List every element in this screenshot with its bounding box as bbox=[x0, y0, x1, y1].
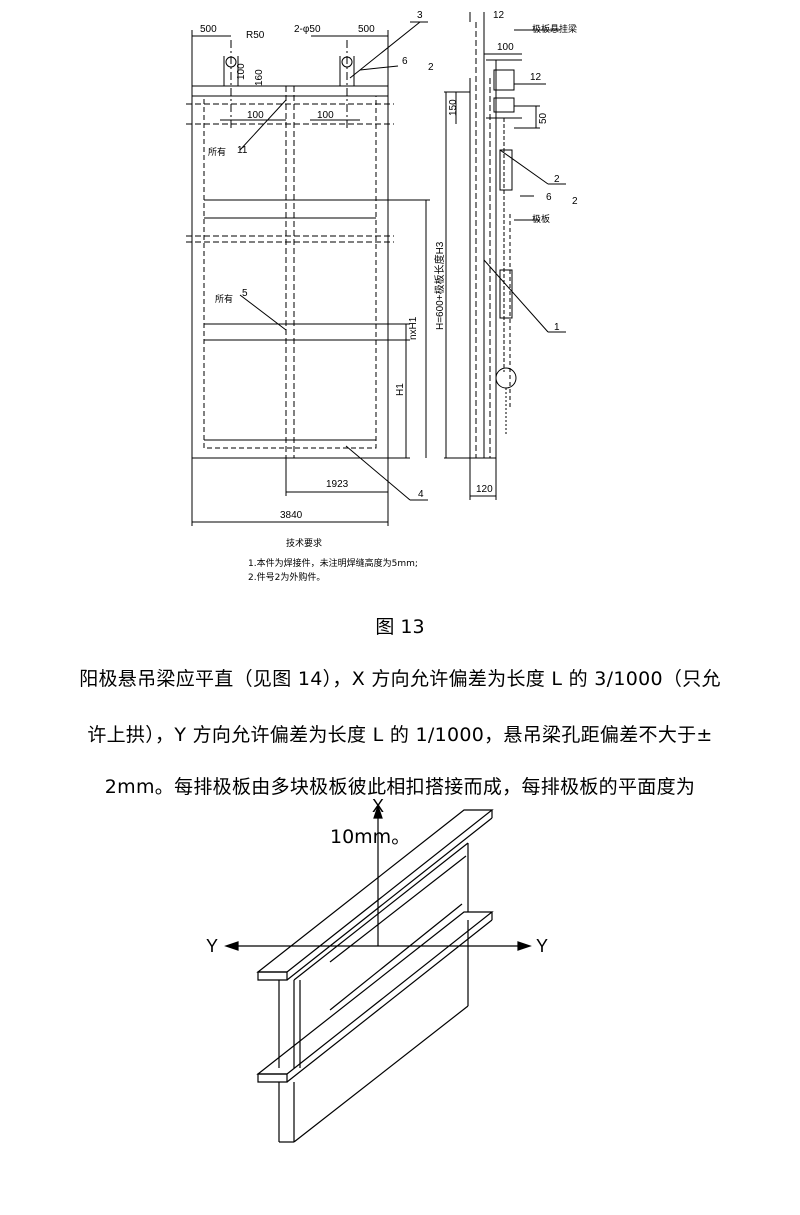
callout-2: 2 bbox=[554, 174, 560, 185]
dim-h1: H1 bbox=[395, 383, 406, 396]
dim-50: 50 bbox=[538, 112, 549, 124]
weld-note-1: 所有 bbox=[208, 146, 226, 158]
dim-100-side: 100 bbox=[497, 42, 514, 53]
axis-y-right-label: Y bbox=[536, 936, 548, 956]
dim-r50: R50 bbox=[246, 30, 265, 41]
dim-100-left: 100 bbox=[247, 110, 264, 121]
tech-title: 技术要求 bbox=[286, 537, 322, 549]
paragraph-line-1: 阳极悬吊梁应平直（见图 14），X 方向允许偏差为长度 L 的 3/1000（只… bbox=[79, 668, 721, 690]
paragraph-line-3: 2mm。每排极板由多块极板彼此相扣搭接而成，每排极板的平面度为 bbox=[104, 776, 696, 798]
callout-4: 4 bbox=[418, 489, 424, 500]
figure-13-drawing: 500 R50 2-φ50 500 100 160 100 100 12 100… bbox=[186, 10, 578, 583]
figure-caption: 图 13 bbox=[375, 616, 425, 638]
dim-500-right: 500 bbox=[358, 24, 375, 35]
callout-1: 1 bbox=[554, 322, 560, 333]
dim-120: 120 bbox=[476, 484, 493, 495]
dim-160-vertical: 160 bbox=[254, 69, 265, 86]
dim-1923: 1923 bbox=[326, 479, 349, 490]
dim-nxh1: nxH1 bbox=[408, 316, 419, 340]
paragraph-line-4: 10mm。 bbox=[330, 826, 411, 848]
paragraph-line-2: 许上拱），Y 方向允许偏差为长度 L 的 1/1000，悬吊梁孔距偏差不大于± bbox=[87, 724, 713, 746]
dim-12-side: 12 bbox=[530, 72, 542, 83]
weld-note-2: 所有 bbox=[215, 293, 233, 305]
dim-100-vertical: 100 bbox=[236, 63, 247, 80]
weld-6-side: 6 bbox=[546, 192, 552, 203]
dim-500-left: 500 bbox=[200, 24, 217, 35]
dim-h-total: H=600+极板长度H3 bbox=[433, 241, 446, 330]
weld-11: 11 bbox=[237, 145, 248, 156]
dim-100-right: 100 bbox=[317, 110, 334, 121]
weld-2-side: 2 bbox=[572, 196, 578, 207]
dim-2-phi50: 2-φ50 bbox=[294, 24, 321, 35]
frame-outline bbox=[191, 85, 389, 459]
right-note-1: 极板悬挂梁 bbox=[532, 23, 577, 35]
right-note-2: 极板 bbox=[532, 213, 550, 225]
dim-12-top: 12 bbox=[493, 10, 505, 21]
dim-3840: 3840 bbox=[280, 510, 303, 521]
axis-y-left-label: Y bbox=[206, 936, 218, 956]
weld-5: 5 bbox=[242, 288, 248, 299]
dim-150: 150 bbox=[448, 99, 459, 116]
tech-req-1: 1.本件为焊接件，未注明焊缝高度为5mm; bbox=[248, 557, 418, 569]
tech-req-2: 2.件号2为外购件。 bbox=[248, 571, 325, 583]
weld-2-top: 2 bbox=[428, 62, 434, 73]
axis-x-label: X bbox=[372, 796, 384, 816]
callout-3: 3 bbox=[417, 10, 423, 21]
weld-6-top: 6 bbox=[402, 56, 408, 67]
